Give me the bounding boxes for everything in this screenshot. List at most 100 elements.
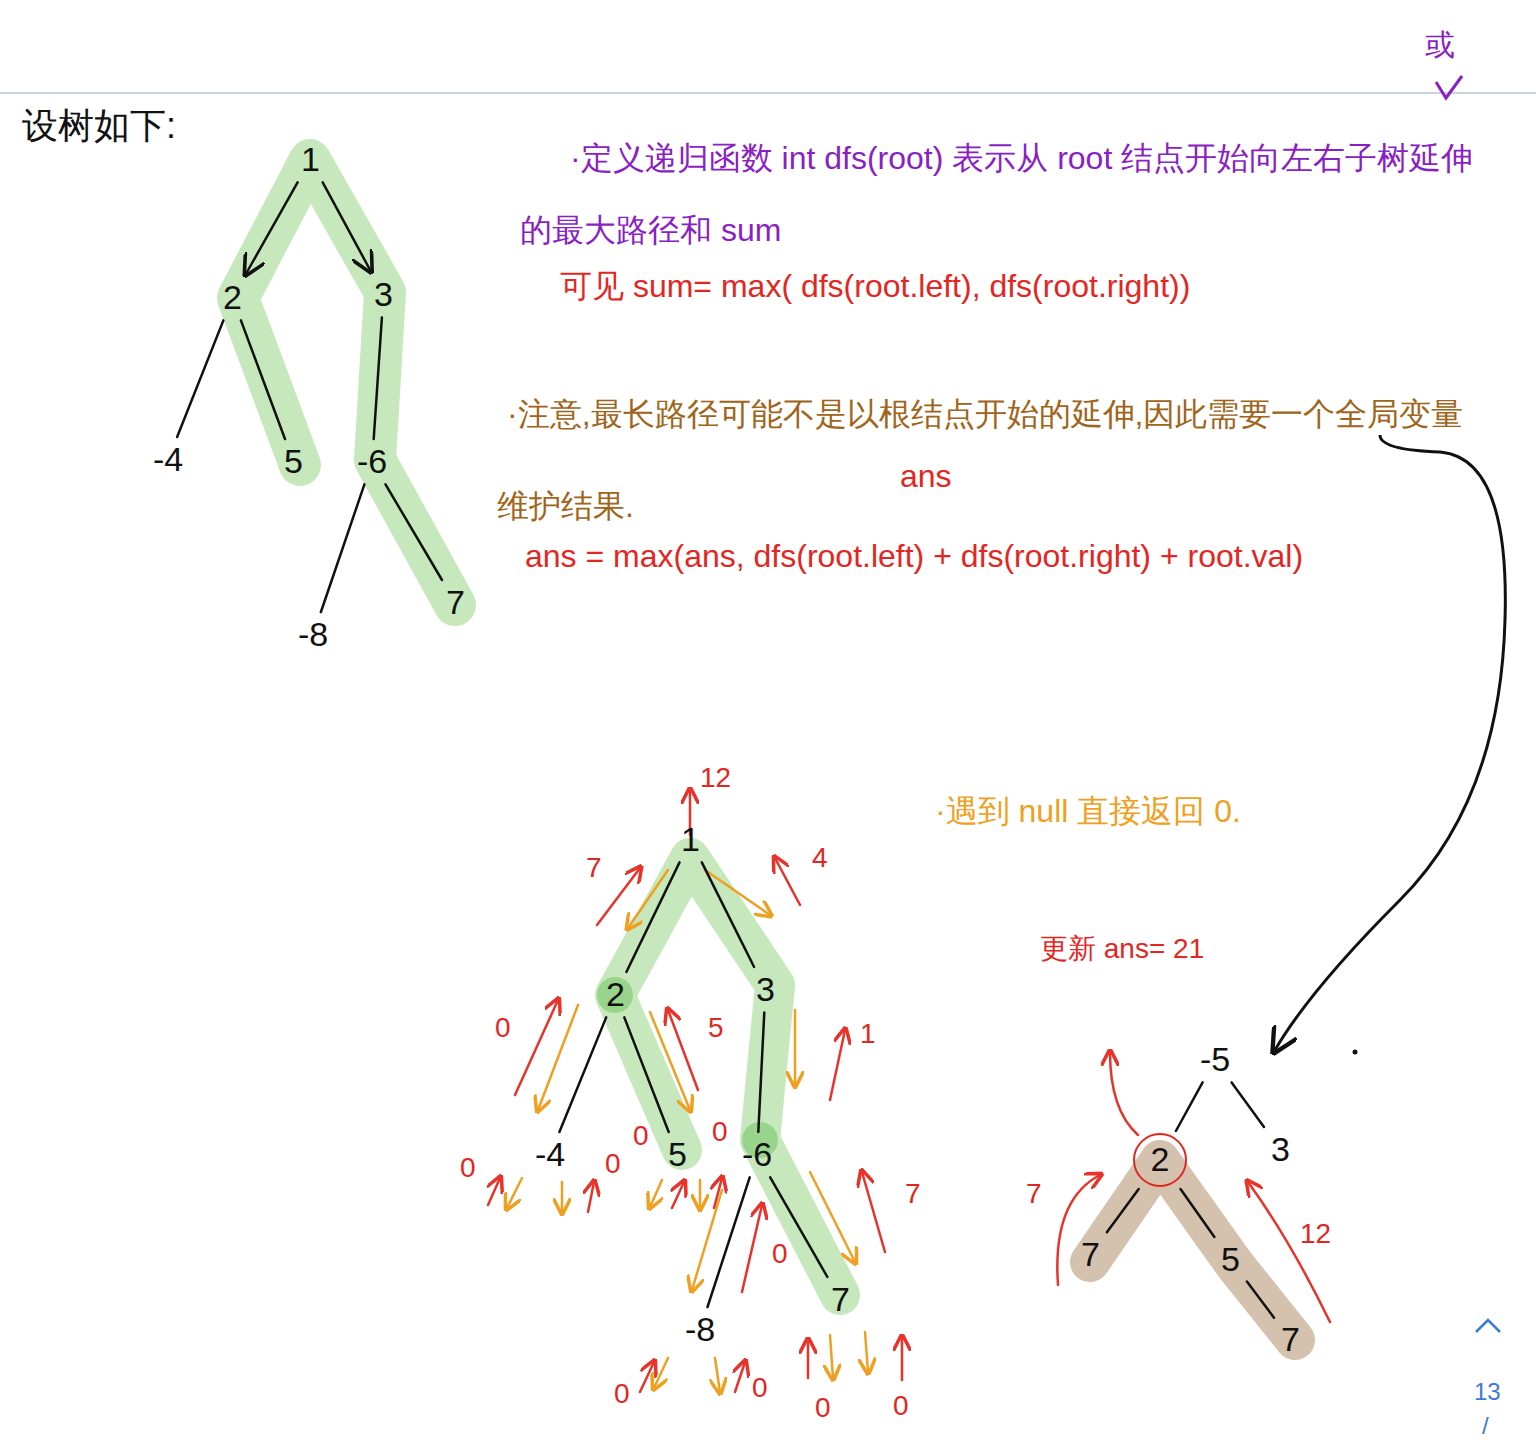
tree-node: 3 — [751, 969, 780, 1010]
highlight-dot — [597, 977, 633, 1013]
tree-edge — [245, 182, 297, 275]
tree-node: 7 — [1276, 1319, 1305, 1360]
tree-node: 7 — [441, 582, 470, 623]
node-value: -8 — [685, 1311, 715, 1348]
tree-edge — [1247, 1282, 1274, 1318]
return-value: 7 — [586, 852, 602, 884]
node-value: 2 — [606, 976, 625, 1013]
return-value: 1 — [860, 1018, 876, 1050]
tree-node: -8 — [680, 1309, 720, 1350]
tree-edge — [708, 1177, 750, 1307]
tree-edge — [758, 1012, 764, 1132]
page-number: / — [1482, 1412, 1489, 1440]
tree-node: 2 — [218, 277, 247, 318]
node-value: -8 — [298, 616, 328, 653]
insert-mark — [1436, 76, 1462, 98]
tree-node: 1 — [676, 819, 705, 860]
page-number: 13 — [1474, 1378, 1501, 1406]
node-value: 3 — [756, 971, 775, 1008]
return-value: 0 — [614, 1378, 630, 1410]
update-note: 更新 ans= 21 — [1040, 933, 1204, 965]
node-value: 3 — [1271, 1131, 1290, 1168]
tree-edge — [624, 1017, 668, 1132]
definition-note: ·定义递归函数 int dfs(root) 表示从 root 结点开始向左右子树… — [520, 122, 1495, 266]
return-value: 0 — [893, 1390, 909, 1422]
node-value: 7 — [1281, 1321, 1300, 1358]
node-value: -6 — [742, 1136, 772, 1173]
node-value: 1 — [681, 821, 700, 858]
path-highlight — [615, 858, 840, 1295]
node-value: 2 — [1151, 1141, 1170, 1178]
tree-edge — [626, 862, 679, 972]
tree-node: 5 — [279, 441, 308, 482]
tree-node: -4 — [148, 439, 188, 480]
node-value: -4 — [535, 1136, 565, 1173]
tree-edge — [241, 320, 285, 439]
node-value: 5 — [284, 443, 303, 480]
return-value: 0 — [712, 1116, 728, 1148]
formula: 可见 sum= max( dfs(root.left), dfs(root.ri… — [560, 268, 1190, 305]
return-value: 0 — [772, 1238, 788, 1270]
tree-node: 3 — [1266, 1129, 1295, 1170]
return-value: 7 — [905, 1178, 921, 1210]
return-value: 12 — [1300, 1218, 1331, 1250]
tree-node: 5 — [1216, 1239, 1245, 1280]
node-value: 7 — [446, 584, 465, 621]
node-value: 3 — [374, 276, 393, 313]
tree-edge — [177, 320, 223, 437]
tree-node: 1 — [296, 139, 325, 180]
path-highlight — [1090, 1160, 1295, 1340]
return-value: 0 — [495, 1012, 511, 1044]
return-value: 0 — [605, 1148, 621, 1180]
tree-node: -8 — [293, 614, 333, 655]
tree-node: 3 — [369, 274, 398, 315]
tree-node: 2 — [601, 974, 630, 1015]
node-value: 2 — [223, 279, 242, 316]
return-value: 0 — [815, 1392, 831, 1424]
node-value: -4 — [153, 441, 183, 478]
result-arrows — [1057, 1052, 1330, 1322]
node-value: -6 — [357, 443, 387, 480]
tree-edge — [323, 182, 372, 272]
tree-node: -4 — [530, 1134, 570, 1175]
node-value: 7 — [831, 1281, 850, 1318]
page-rule — [0, 92, 1536, 94]
tree-edge — [374, 317, 382, 439]
return-value: 4 — [812, 842, 828, 874]
insert-note: 或 — [1425, 28, 1455, 63]
return-value: 0 — [460, 1152, 476, 1184]
tree-node: -6 — [352, 441, 392, 482]
tree-node: 7 — [1076, 1234, 1105, 1275]
base-case-note: ·遇到 null 直接返回 0. — [935, 793, 1241, 830]
ink-dot — [1353, 1050, 1358, 1055]
tree-edge — [386, 484, 443, 580]
tree-node: 5 — [663, 1134, 692, 1175]
return-value: 0 — [633, 1120, 649, 1152]
node-value: 1 — [301, 141, 320, 178]
tree-node: -5 — [1195, 1039, 1235, 1080]
return-value: 7 — [1026, 1178, 1042, 1210]
heading: 设树如下: — [22, 105, 176, 146]
tree-edge — [559, 1017, 606, 1132]
tree-node: 7 — [826, 1279, 855, 1320]
return-value: 12 — [700, 762, 731, 794]
circled-tree-node: 2 — [1133, 1133, 1187, 1187]
tree-node: -6 — [737, 1134, 777, 1175]
scroll-up-icon — [1476, 1320, 1500, 1332]
formula: ans = max(ans, dfs(root.left) + dfs(root… — [525, 538, 1303, 575]
tree-edge — [321, 484, 365, 612]
tree-edge — [770, 1177, 827, 1277]
tree-edge — [1181, 1189, 1215, 1237]
node-value: 7 — [1081, 1236, 1100, 1273]
node-value: -5 — [1200, 1041, 1230, 1078]
tree-edge — [1107, 1189, 1139, 1232]
return-arrows — [488, 790, 902, 1392]
tree-edge — [1232, 1082, 1264, 1127]
warning-note: ·注意,最长路径可能不是以根结点开始的延伸,因此需要一个全局变量维护结果. — [497, 368, 1472, 552]
pointer-arrow — [1275, 435, 1505, 1050]
return-value: 0 — [752, 1372, 768, 1404]
return-value: 5 — [708, 1012, 724, 1044]
tree-edge — [702, 862, 754, 967]
variable-name: ans — [900, 458, 952, 495]
